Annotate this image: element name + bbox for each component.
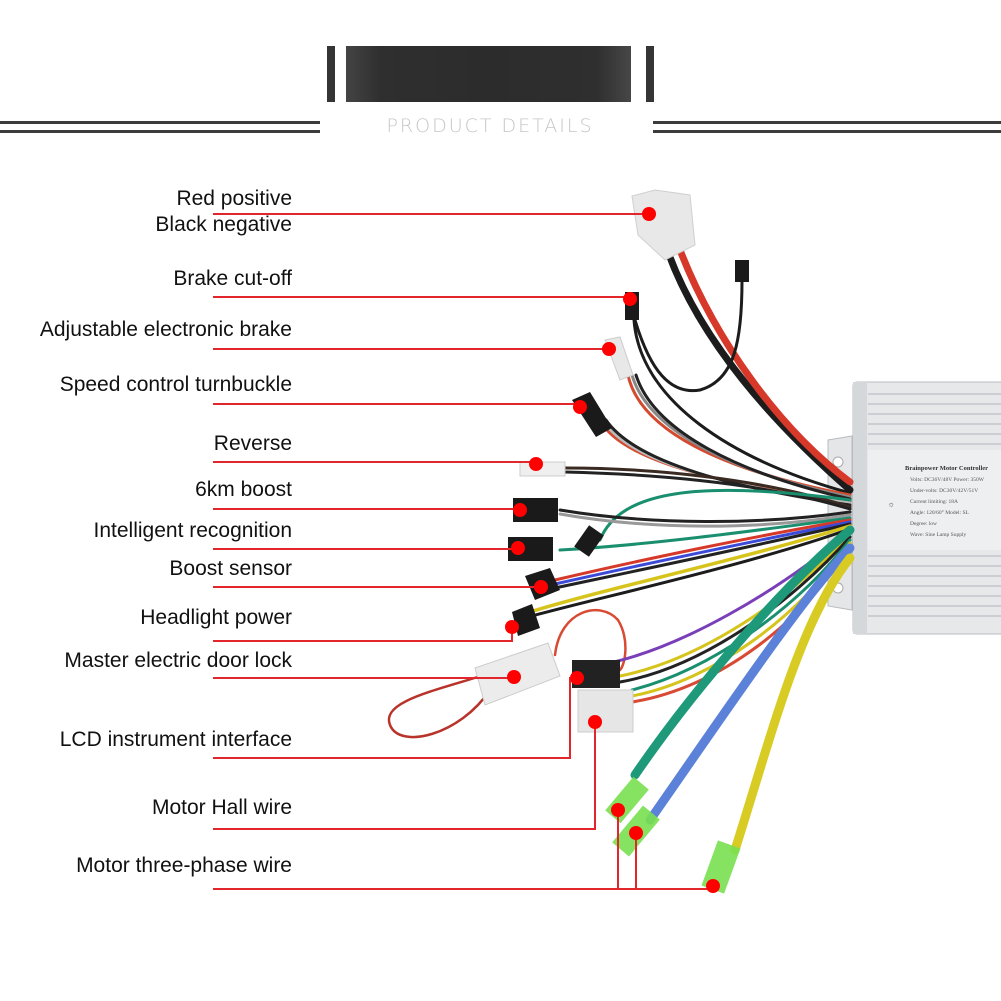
callout-label-reverse: Reverse: [213, 432, 292, 455]
page-title: PRODUCT DETAILS: [386, 115, 594, 137]
header-bar-left-cap: [327, 46, 335, 102]
connector-speed-control: [572, 392, 612, 437]
marker-dot: [629, 826, 643, 840]
spec-label-line: Angle: 120/60° Model: SL: [910, 509, 970, 516]
callout-label-brake-cutoff: Brake cut-off: [173, 267, 292, 290]
wire-harness: [387, 246, 855, 855]
heat-sink-fins: [868, 393, 1001, 617]
header-rule-left-bottom: [0, 130, 320, 133]
callout-label-line: Black negative: [155, 213, 292, 236]
callout-label-door-lock: Master electric door lock: [64, 649, 292, 672]
spec-label-line: Current limiting: 18A: [910, 499, 958, 505]
header-bar-right-cap: [646, 46, 654, 102]
marker-dot: [706, 879, 720, 893]
marker-dot: [623, 292, 637, 306]
connector-power: [631, 189, 696, 261]
leader-line-headlight: [213, 627, 513, 642]
marker-dot: [573, 400, 587, 414]
marker-dot: [642, 207, 656, 221]
wire-door-lock-loop: [387, 668, 502, 739]
wire-phase-green: [630, 525, 855, 780]
callout-label-power: Red positive Black negative: [155, 186, 292, 238]
svg-text:☼: ☼: [886, 501, 895, 508]
spec-label-line: Brainpower Motor Controller: [905, 465, 988, 472]
callout-label-line: Red positive: [176, 187, 292, 210]
spec-label-plate: [868, 450, 1001, 550]
header-rule-left-top: [0, 121, 320, 124]
wire-phase-yellow: [730, 553, 855, 855]
marker-dot: [505, 620, 519, 634]
controller-unit: Brainpower Motor Controller Volts: DC36V…: [827, 381, 1001, 635]
marker-dot: [602, 342, 616, 356]
connector-small-black: [735, 260, 749, 282]
connector-lcd-white: [577, 689, 634, 733]
wire-black-power: [664, 248, 854, 494]
callout-label-intelligent-recognition: Intelligent recognition: [93, 519, 292, 542]
connector-headlight: [512, 604, 540, 636]
callout-label-boost-sensor: Boost sensor: [169, 557, 292, 580]
wire-phase-blue: [645, 543, 855, 825]
spec-label-line: Degree: low: [910, 521, 937, 527]
callout-label-headlight: Headlight power: [140, 606, 292, 629]
marker-dot: [534, 580, 548, 594]
marker-dot: [570, 671, 584, 685]
header-banner: [346, 46, 631, 102]
brand-logo-icon: ☼: [886, 501, 895, 508]
marker-dot: [513, 503, 527, 517]
callout-label-three-phase: Motor three-phase wire: [76, 854, 292, 877]
spec-label-line: Under-volts: DC30V/42V/51V: [910, 488, 978, 494]
marker-dot: [507, 670, 521, 684]
spec-label-line: Wave: Sine Lamp Supply: [910, 532, 966, 538]
callout-label-hall: Motor Hall wire: [151, 796, 292, 819]
callout-label-boost-6km: 6km boost: [195, 478, 292, 501]
marker-dot: [529, 457, 543, 471]
leader-line-hall: [213, 724, 596, 830]
marker-dot: [611, 803, 625, 817]
connector-inline: [574, 525, 604, 557]
callout-label-lcd: LCD instrument interface: [59, 728, 292, 751]
spec-label-line: Volts: DC36V/48V Power: 350W: [910, 477, 985, 483]
wire-black-signal: [633, 278, 744, 393]
marker-dots: [505, 207, 720, 893]
header-rule-right-bottom: [653, 130, 1001, 133]
wire-brake: [632, 318, 852, 495]
marker-dot: [511, 541, 525, 555]
wire-red-power: [676, 246, 854, 486]
header-rule-right-top: [653, 121, 1001, 124]
marker-dot: [588, 715, 602, 729]
callout-label-e-brake: Adjustable electronic brake: [39, 318, 292, 341]
callout-label-speed-control: Speed control turnbuckle: [59, 373, 292, 396]
